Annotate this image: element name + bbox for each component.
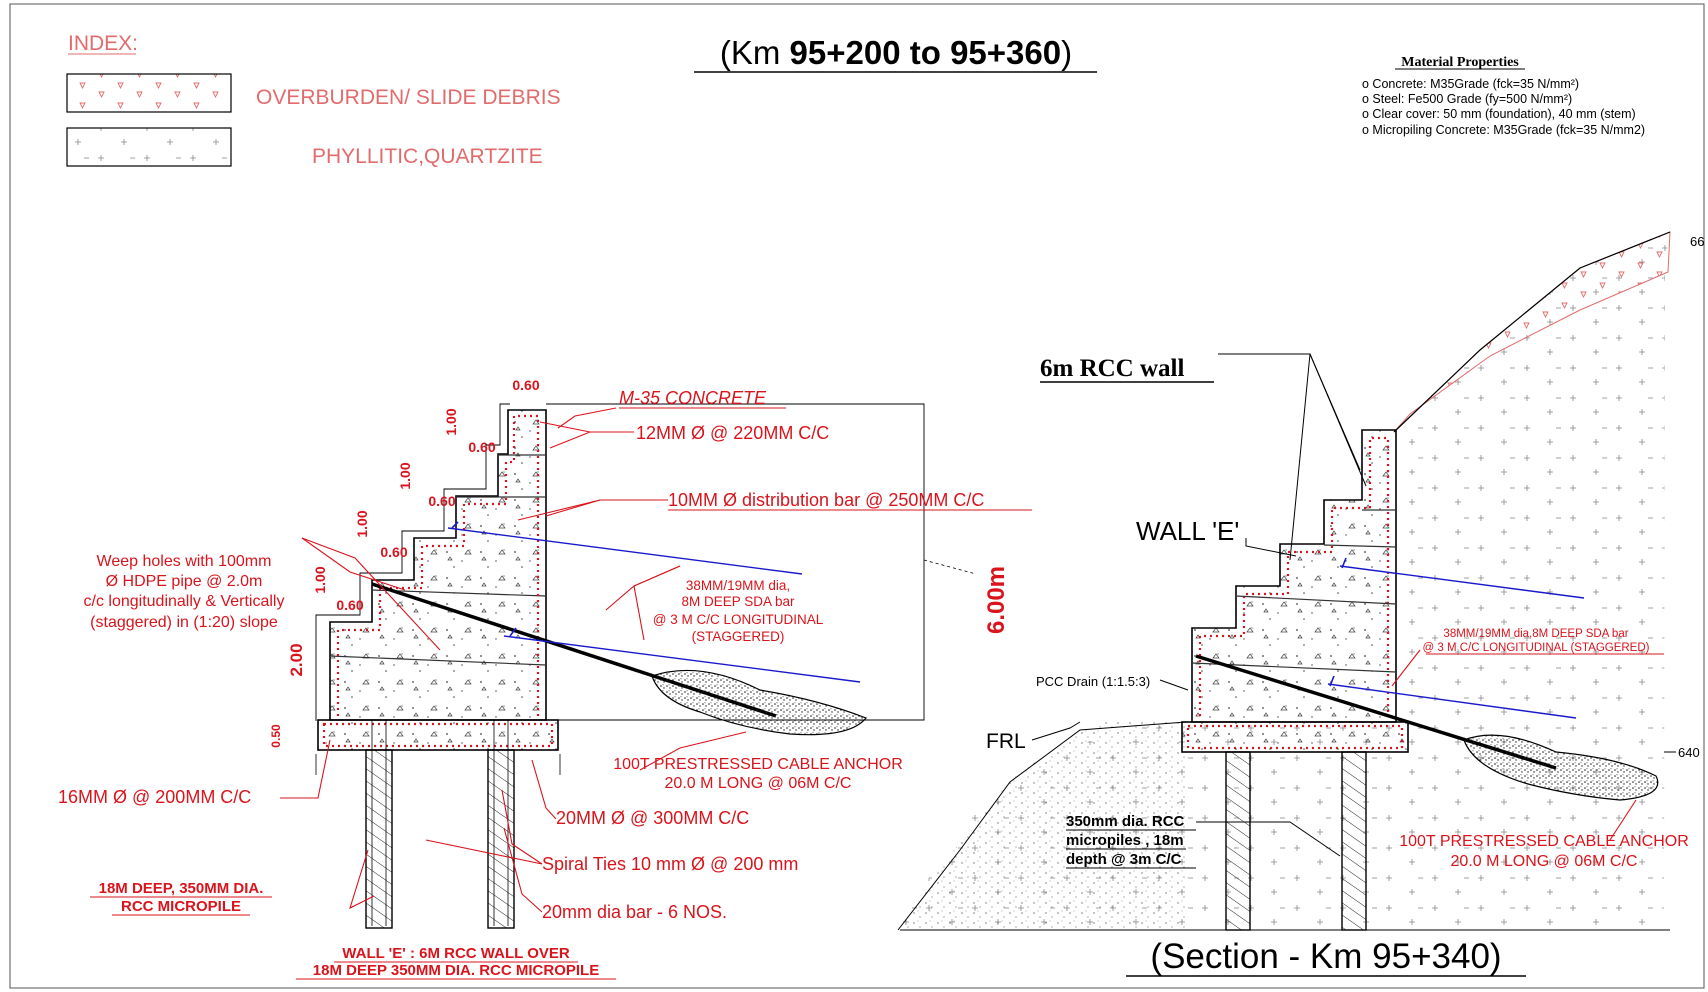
svg-text:@ 3 M C/C LONGITUDINAL (STAGGE: @ 3 M C/C LONGITUDINAL (STAGGERED) — [1422, 642, 1649, 654]
sda-bar-2 — [503, 635, 861, 683]
right-anchor-grout — [1463, 734, 1659, 801]
material-steel: o Steel: Fe500 Grade (fy=500 N/mm²) — [1362, 92, 1572, 106]
label-cable-anchor: 100T PRESTRESSED CABLE ANCHOR 20.0 M LON… — [613, 756, 903, 792]
label-concrete-grade: M-35 CONCRETE — [619, 388, 767, 408]
dim-height-4: 1.00 — [312, 566, 328, 593]
svg-text:38MM/19MM dia,8M DEEP SDA bar: 38MM/19MM dia,8M DEEP SDA bar — [1443, 628, 1628, 640]
dim-step-width-3: 0.60 — [380, 544, 407, 560]
right-wall-name: WALL 'E' — [1136, 516, 1239, 546]
dim-step-width-2: 0.60 — [428, 493, 455, 509]
dim-top-width: 0.60 — [512, 377, 539, 393]
fill-slope — [898, 722, 1186, 930]
micropile-left-2 — [487, 749, 515, 929]
wall-rebar — [336, 414, 540, 716]
dim-height-5: 2.00 — [287, 643, 306, 676]
micropile-right-2 — [1341, 751, 1367, 931]
svg-text:@ 3 M C/C LONGITUDINAL: @ 3 M C/C LONGITUDINAL — [653, 612, 824, 627]
svg-text:350mm dia. RCC: 350mm dia. RCC — [1066, 813, 1185, 830]
svg-text:Ø HDPE pipe @ 2.0m: Ø HDPE pipe @ 2.0m — [106, 573, 263, 590]
svg-text:Weep holes with 100mm: Weep holes with 100mm — [97, 553, 272, 570]
label-bar-20mm: 20MM Ø @ 300MM C/C — [556, 808, 749, 828]
legend-label-debris: OVERBURDEN/ SLIDE DEBRIS — [256, 86, 561, 109]
dim-height-3: 1.00 — [354, 510, 370, 537]
material-heading: Material Properties — [1401, 55, 1519, 70]
index-legend: INDEX: OVERBURDEN/ SLIDE DEBRIS PHYLLITI… — [66, 32, 561, 168]
left-wall-section: 6.00m 0.60 0.60 0.60 0.60 0.60 1.00 1.00… — [58, 377, 1032, 980]
index-heading: INDEX: — [68, 32, 138, 55]
material-micropile: o Micropiling Concrete: M35Grade (fck=35… — [1362, 123, 1645, 137]
material-cover: o Clear cover: 50 mm (foundation), 40 mm… — [1362, 107, 1636, 121]
material-concrete: o Concrete: M35Grade (fck=35 N/mm²) — [1362, 77, 1579, 91]
svg-text:18M DEEP 350MM DIA. RCC MICROP: 18M DEEP 350MM DIA. RCC MICROPILE — [313, 962, 599, 979]
label-bar-16mm: 16MM Ø @ 200MM C/C — [58, 787, 251, 807]
svg-text:100T PRESTRESSED CABLE ANCHOR: 100T PRESTRESSED CABLE ANCHOR — [613, 756, 903, 773]
right-label-sda: 38MM/19MM dia,8M DEEP SDA bar @ 3 M C/C … — [1422, 628, 1649, 654]
label-spiral-ties: Spiral Ties 10 mm Ø @ 200 mm — [542, 854, 798, 874]
level-label-640: 640 — [1678, 745, 1700, 760]
svg-text:c/c longitudinally & Verticall: c/c longitudinally & Vertically — [84, 593, 285, 610]
svg-text:38MM/19MM dia,: 38MM/19MM dia, — [686, 578, 790, 593]
sheet-border — [9, 3, 1705, 989]
svg-text:micropiles , 18m: micropiles , 18m — [1066, 832, 1184, 849]
svg-text:(staggered) in (1:20) slope: (staggered) in (1:20) slope — [90, 614, 278, 631]
dim-height-1: 1.00 — [443, 408, 459, 435]
anchor-grout-bulb — [651, 669, 867, 736]
legend-label-rock: PHYLLITIC,QUARTZITE — [312, 145, 543, 168]
section-title: (Section - Km 95+340) — [1150, 937, 1501, 976]
svg-text:WALL 'E' : 6M RCC WALL OVER: WALL 'E' : 6M RCC WALL OVER — [342, 945, 570, 962]
label-weep-holes: Weep holes with 100mm Ø HDPE pipe @ 2.0m… — [84, 553, 285, 631]
debris-swatch — [66, 73, 232, 113]
dim-base-height: 0.50 — [269, 724, 283, 748]
svg-text:depth @ 3m C/C: depth @ 3m C/C — [1066, 851, 1182, 868]
label-sda-bar: 38MM/19MM dia, 8M DEEP SDA bar @ 3 M C/C… — [653, 578, 824, 644]
svg-text:(STAGGERED): (STAGGERED) — [692, 629, 785, 644]
dim-step-width-1: 0.60 — [468, 439, 495, 455]
label-distribution-bar: 10MM Ø distribution bar @ 250MM C/C — [668, 490, 984, 510]
material-properties: Material Properties o Concrete: M35Grade… — [1362, 55, 1645, 137]
svg-text:20.0 M LONG @ 06M C/C: 20.0 M LONG @ 06M C/C — [665, 775, 852, 792]
label-20mm-bars: 20mm dia bar - 6 NOS. — [542, 902, 727, 922]
right-wall-stem — [1191, 429, 1397, 723]
svg-text:RCC MICROPILE: RCC MICROPILE — [121, 898, 241, 915]
label-micropile: 18M DEEP, 350MM DIA. RCC MICROPILE — [99, 880, 264, 915]
wall-stem — [329, 409, 547, 721]
dim-step-width-4: 0.60 — [336, 597, 363, 613]
dim-height-2: 1.00 — [397, 462, 413, 489]
micropile-right-1 — [1225, 751, 1251, 931]
label-wall-caption: WALL 'E' : 6M RCC WALL OVER 18M DEEP 350… — [313, 945, 599, 979]
label-pcc-drain: PCC Drain (1:1.5:3) — [1036, 674, 1150, 689]
svg-text:8M DEEP SDA bar: 8M DEEP SDA bar — [681, 594, 795, 609]
label-bar-12mm: 12MM Ø @ 220MM C/C — [636, 423, 829, 443]
drawing-title: (Km 95+200 to 95+360) — [720, 34, 1072, 71]
svg-text:100T PRESTRESSED CABLE ANCHOR: 100T PRESTRESSED CABLE ANCHOR — [1399, 833, 1689, 850]
right-section: 6m RCC wall WALL 'E' PCC Drain (1:1.5:3)… — [897, 231, 1704, 977]
label-frl: FRL — [986, 730, 1026, 753]
svg-text:18M DEEP, 350MM DIA.: 18M DEEP, 350MM DIA. — [99, 880, 264, 897]
right-label-micropile: 350mm dia. RCC micropiles , 18m depth @ … — [1066, 813, 1185, 868]
svg-text:20.0 M LONG @ 06M C/C: 20.0 M LONG @ 06M C/C — [1451, 853, 1638, 870]
dim-total-height: 6.00m — [983, 566, 1010, 634]
right-wall-title: 6m RCC wall — [1040, 355, 1184, 382]
micropile-left-1 — [365, 749, 393, 929]
right-label-anchor: 100T PRESTRESSED CABLE ANCHOR 20.0 M LON… — [1399, 833, 1689, 870]
sda-bar-1 — [447, 527, 803, 575]
level-label-top: 66 — [1690, 234, 1704, 249]
rock-swatch — [66, 127, 232, 167]
